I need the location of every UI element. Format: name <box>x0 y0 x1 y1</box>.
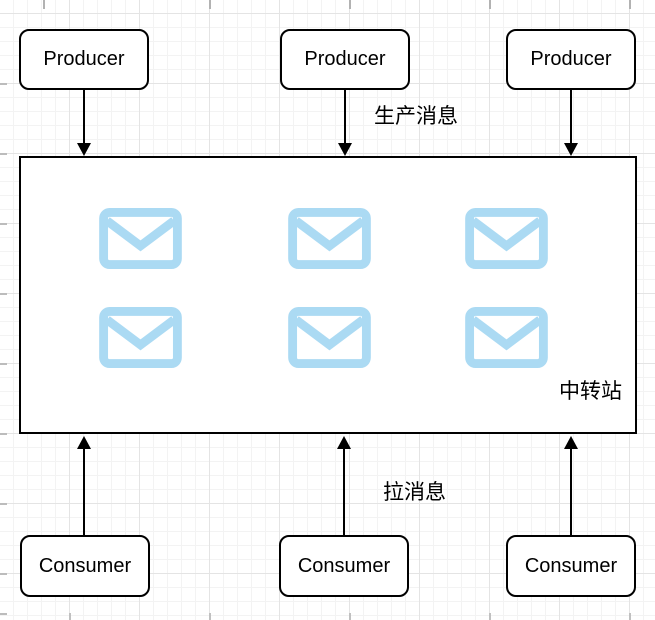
grid-tick <box>209 0 211 9</box>
grid-tick <box>0 153 7 155</box>
grid-tick <box>0 293 7 295</box>
hub-label: 中转站 <box>559 380 622 403</box>
consumer-label: Consumer <box>524 554 618 577</box>
produce-message-label: 生产消息 <box>374 105 458 128</box>
arrow-head-up-icon <box>337 436 351 449</box>
consumer-arrow-3[interactable] <box>564 436 578 535</box>
arrow-head-down-icon <box>338 143 352 156</box>
arrow-line <box>570 90 572 143</box>
arrow-line <box>570 448 572 535</box>
grid-tick <box>349 613 351 620</box>
consumer-node-3[interactable]: Consumer <box>506 535 636 597</box>
grid-tick <box>0 83 7 85</box>
producer-node-3[interactable]: Producer <box>506 29 636 90</box>
producer-label: Producer <box>530 48 612 70</box>
grid-tick <box>0 503 7 505</box>
consumer-arrow-1[interactable] <box>77 436 91 535</box>
arrow-line <box>344 90 346 143</box>
grid-tick <box>489 0 491 9</box>
grid-tick <box>349 0 351 9</box>
producer-arrow-2[interactable] <box>338 90 352 156</box>
envelope-icon[interactable] <box>288 307 371 368</box>
grid-tick <box>43 0 45 9</box>
arrow-head-up-icon <box>77 436 91 449</box>
envelope-icon[interactable] <box>465 307 548 368</box>
consumer-node-1[interactable]: Consumer <box>20 535 150 597</box>
grid-tick <box>489 613 491 620</box>
grid-tick <box>629 613 631 620</box>
pull-message-label: 拉消息 <box>383 481 446 504</box>
consumer-label: Consumer <box>38 554 132 577</box>
consumer-node-2[interactable]: Consumer <box>279 535 409 597</box>
grid-tick <box>69 613 71 620</box>
envelope-icon[interactable] <box>99 307 182 368</box>
consumer-label: Consumer <box>297 554 391 577</box>
arrow-line <box>83 448 85 535</box>
producer-arrow-1[interactable] <box>77 90 91 156</box>
envelope-icon[interactable] <box>465 208 548 269</box>
hub-node[interactable]: 中转站 <box>19 156 637 434</box>
producer-node-1[interactable]: Producer <box>19 29 149 90</box>
arrow-head-down-icon <box>77 143 91 156</box>
grid-tick <box>0 613 7 615</box>
consumer-arrow-2[interactable] <box>337 436 351 535</box>
grid-tick <box>0 573 7 575</box>
arrow-line <box>343 448 345 535</box>
arrow-head-up-icon <box>564 436 578 449</box>
producer-label: Producer <box>43 48 125 70</box>
grid-tick <box>0 363 7 365</box>
grid-tick <box>629 0 631 9</box>
grid-tick <box>0 223 7 225</box>
envelope-icon[interactable] <box>288 208 371 269</box>
grid-tick <box>209 613 211 620</box>
producer-node-2[interactable]: Producer <box>280 29 410 90</box>
arrow-line <box>83 90 85 143</box>
envelope-icon[interactable] <box>99 208 182 269</box>
grid-tick <box>0 433 7 435</box>
producer-label: Producer <box>304 48 386 70</box>
arrow-head-down-icon <box>564 143 578 156</box>
producer-arrow-3[interactable] <box>564 90 578 156</box>
